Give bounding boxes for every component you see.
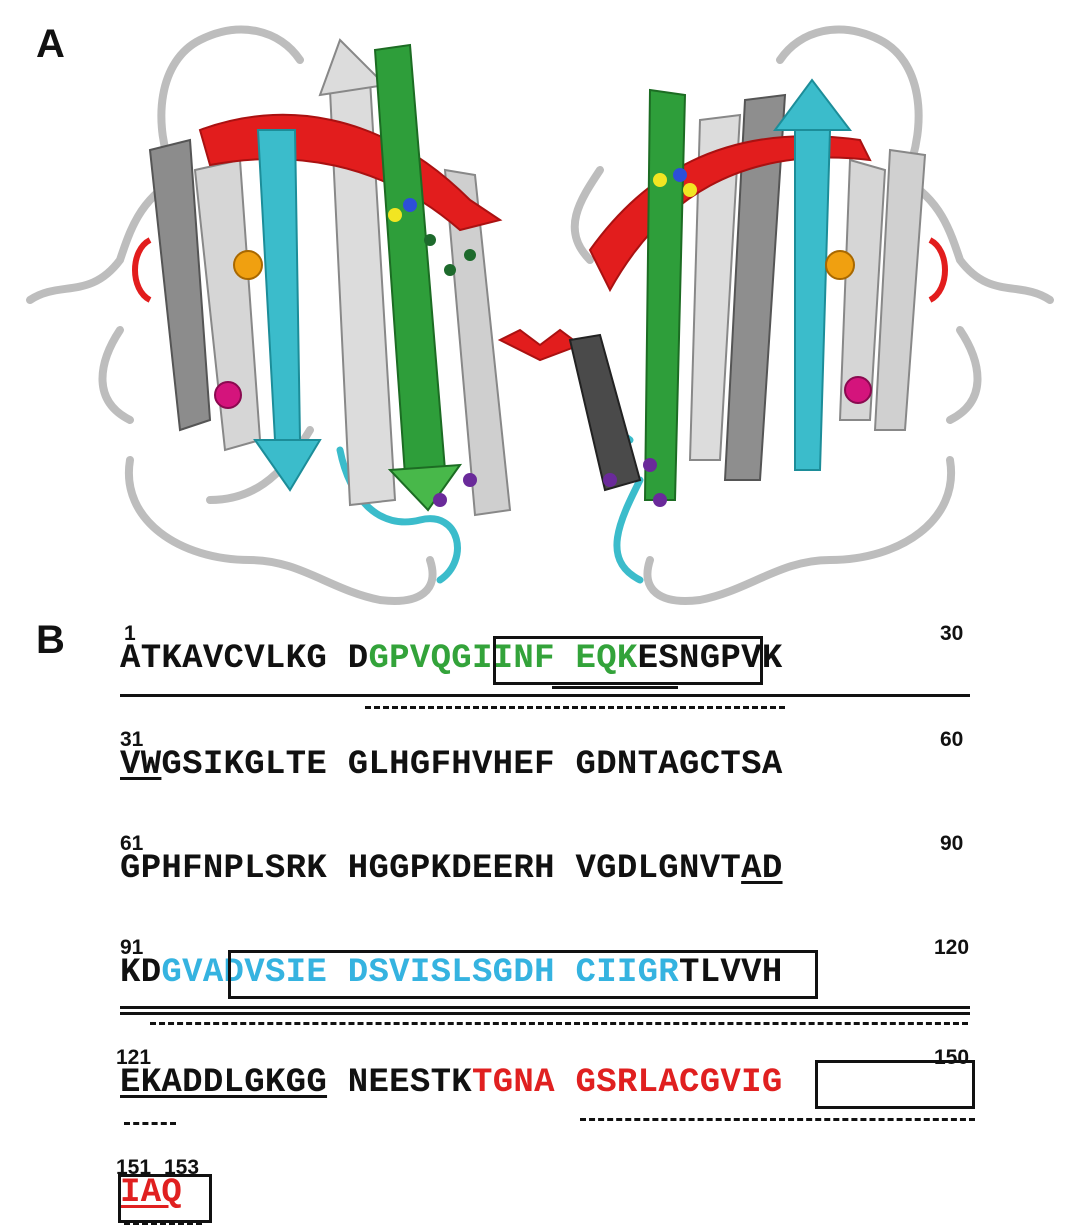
underline-solid [552, 686, 678, 689]
metal-ion-magenta [845, 377, 871, 403]
protein-structure-figure [0, 0, 1073, 615]
sequence-segment-underlined: AD [741, 850, 782, 888]
residue-number-end: 90 [940, 832, 963, 856]
beta-strand [570, 335, 640, 490]
underline-dashed [150, 1022, 968, 1025]
highlight-box [228, 950, 818, 999]
underline-dashed [580, 1118, 975, 1121]
loop [930, 240, 945, 300]
highlight-box [493, 636, 763, 685]
residue-number-end: 60 [940, 728, 963, 752]
highlight-box [815, 1060, 975, 1109]
sequence-segment-underlined: VW [120, 746, 161, 784]
underline-dashed [124, 1122, 176, 1125]
underline-solid [120, 1006, 970, 1009]
left-monomer [30, 30, 510, 601]
highlight-box [118, 1174, 212, 1223]
sequence-segment: ATKAVCVLKG D [120, 640, 368, 678]
metal-ion-magenta [215, 382, 241, 408]
underline-dashed [124, 1222, 202, 1225]
underline-dashed [365, 706, 785, 709]
panel-b-label: B [36, 618, 65, 663]
green-strand-arrow [390, 465, 460, 510]
sequence-segment: NEESTK [327, 1064, 472, 1102]
cyan-strand-arrow [775, 80, 850, 130]
cyan-strand [258, 130, 300, 440]
underline-solid [120, 694, 970, 697]
loop [135, 240, 150, 300]
sequence-segment: KD [120, 954, 161, 992]
sequence-row-5: EKADDLGKGG NEESTKTGNA GSRLACGVIG [120, 1064, 783, 1102]
residue-number-end: 30 [940, 622, 963, 646]
underline-solid [120, 1012, 970, 1015]
sequence-segment-underlined: EKADDLGKGG [120, 1064, 327, 1102]
right-monomer [570, 30, 1050, 601]
dimer-interface [500, 330, 580, 360]
sequence-row-3: GPHFNPLSRK HGGPKDEERH VGDLGNVTAD [120, 850, 783, 888]
green-strand [645, 90, 685, 500]
metal-ion-orange [826, 251, 854, 279]
metal-ion-orange [234, 251, 262, 279]
sequence-segment: GPHFNPLSRK HGGPKDEERH VGDLGNVT [120, 850, 741, 888]
sequence-segment-red: TGNA GSRLACGVIG [472, 1064, 783, 1102]
cyan-strand [795, 130, 830, 470]
sequence-row-2: VWGSIKGLTE GLHGFHVHEF GDNTAGCTSA [120, 746, 783, 784]
sequence-segment: GSIKGLTE GLHGFHVHEF GDNTAGCTSA [161, 746, 782, 784]
residue-number-end: 120 [934, 936, 969, 960]
